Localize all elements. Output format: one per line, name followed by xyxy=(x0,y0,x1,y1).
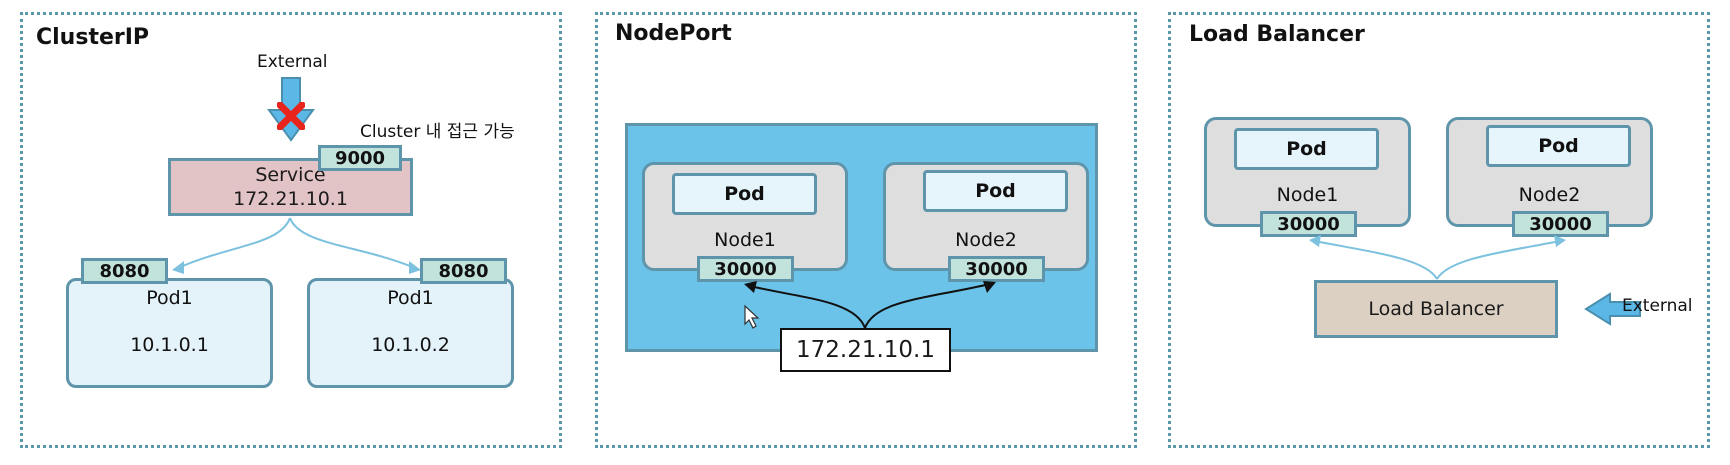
lb-external-label: External xyxy=(1622,296,1693,316)
pod-box: Pod xyxy=(923,170,1068,212)
pod-box-1: Pod1 10.1.0.1 xyxy=(66,278,273,388)
node-box-2: Pod Node2 xyxy=(883,162,1089,271)
pod-box: Pod xyxy=(672,173,817,215)
node-name: Node2 xyxy=(955,229,1017,251)
pod-name: Pod1 xyxy=(146,287,193,309)
lb-node-box-1: Pod Node1 xyxy=(1204,117,1411,227)
nodeport-title: NodePort xyxy=(615,21,732,46)
pod-ip: 10.1.0.2 xyxy=(371,334,450,356)
service-port: 9000 xyxy=(318,145,402,171)
pod-ip: 10.1.0.1 xyxy=(130,334,209,356)
lb-node-box-2: Pod Node2 xyxy=(1446,117,1653,227)
node-port-2: 30000 xyxy=(948,256,1045,282)
node-ip-box: 172.21.10.1 xyxy=(780,328,951,372)
lb-node-port-2: 30000 xyxy=(1512,211,1609,237)
external-label: External xyxy=(257,52,328,72)
clusterip-title: ClusterIP xyxy=(36,25,150,50)
service-box: Service 172.21.10.1 xyxy=(168,158,413,216)
service-label: Service xyxy=(255,164,326,186)
load-balancer-box: Load Balancer xyxy=(1314,280,1558,338)
pod-box-2: Pod1 10.1.0.2 xyxy=(307,278,514,388)
cluster-access-note: Cluster 내 접근 가능 xyxy=(360,122,515,142)
pod-box: Pod xyxy=(1234,128,1379,170)
node-box-1: Pod Node1 xyxy=(642,162,848,271)
node-port-1: 30000 xyxy=(697,256,794,282)
service-ip: 172.21.10.1 xyxy=(233,188,348,210)
nodeport-panel: NodePort xyxy=(595,12,1137,448)
node-name: Node1 xyxy=(1276,184,1339,206)
node-name: Node1 xyxy=(714,229,776,251)
loadbalancer-title: Load Balancer xyxy=(1189,22,1365,47)
pod-port-1: 8080 xyxy=(81,258,168,284)
node-name: Node2 xyxy=(1518,184,1581,206)
lb-node-port-1: 30000 xyxy=(1260,211,1357,237)
loadbalancer-panel: Load Balancer xyxy=(1168,12,1710,448)
blocked-x-icon xyxy=(276,101,306,131)
pod-box: Pod xyxy=(1486,125,1631,167)
clusterip-panel: ClusterIP xyxy=(20,12,562,448)
pod-port-2: 8080 xyxy=(420,258,507,284)
pod-name: Pod1 xyxy=(387,287,434,309)
